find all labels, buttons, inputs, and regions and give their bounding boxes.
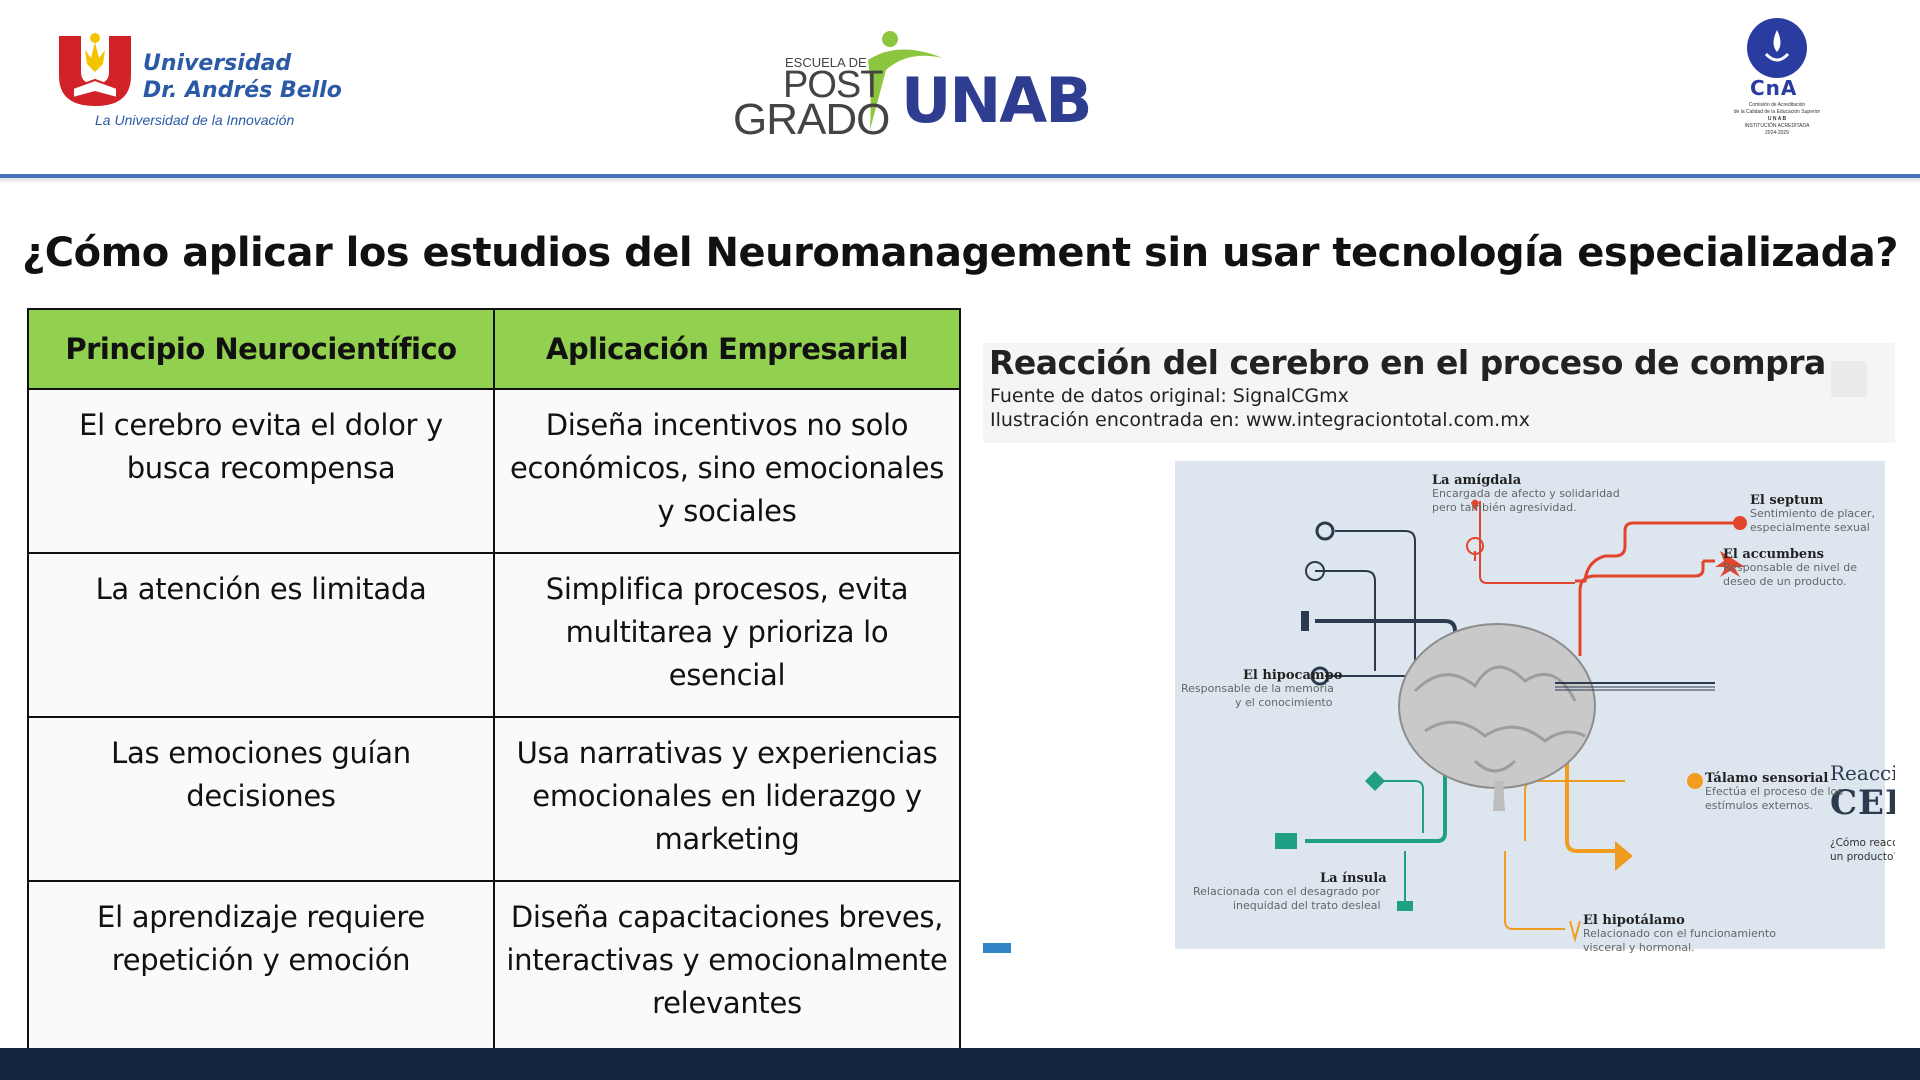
table-header-application: Aplicación Empresarial	[493, 308, 961, 390]
cna-line1: Comisión de Acreditación	[1748, 102, 1806, 108]
cna-line5: 2024-2029	[1765, 130, 1789, 136]
cna-acronym: CnA	[1750, 76, 1798, 100]
brain-reaction-infographic: Reacción del cerebro en el proceso de co…	[983, 343, 1895, 953]
magnifier-icon	[1310, 666, 1330, 686]
face-icon	[1687, 773, 1703, 789]
desc-hipocampo-2: y el conocimiento	[1235, 696, 1333, 709]
cna-line3: U N A B	[1767, 116, 1787, 122]
slide-title: ¿Cómo aplicar los estudios del Neuromana…	[22, 230, 1898, 276]
table-row: El aprendizaje requiere repetición y emo…	[27, 880, 961, 1058]
cerebro-question-line2: un producto? ¿Qué sucede en nuestro cere…	[1830, 851, 1895, 863]
compass-icon	[1569, 920, 1581, 943]
desc-hipotalamo-1: Relacionado con el funcionamiento	[1583, 927, 1776, 940]
principle-cell: La atención es limitada	[27, 552, 495, 718]
table-row: La atención es limitada Simplifica proce…	[27, 552, 961, 718]
infographic-header: Reacción del cerebro en el proceso de co…	[983, 343, 1895, 443]
runner-swoosh-icon	[868, 31, 943, 130]
label-hipotalamo: El hipotálamo	[1583, 913, 1685, 928]
test-tube-icon	[1301, 611, 1309, 631]
microscope-icon	[1315, 521, 1335, 541]
logo-unab: UNAB	[901, 64, 1092, 137]
desc-hipotalamo-2: visceral y hormonal.	[1583, 941, 1695, 953]
heart-icon	[1471, 499, 1479, 511]
postgrado-unab-logo: ESCUELA DE POST GRADO UNAB	[733, 30, 1092, 144]
cna-line4: INSTITUCIÓN ACREDITADA	[1744, 123, 1810, 129]
label-talamo: Tálamo sensorial	[1705, 771, 1829, 786]
desc-septum-1: Sentimiento de placer,	[1750, 507, 1876, 520]
label-hipocampo: El hipocampo	[1243, 668, 1343, 683]
flag-icon	[1615, 841, 1633, 871]
desc-insula-2: inequidad del trato desleal	[1233, 899, 1381, 912]
label-insula: La ínsula	[1320, 871, 1387, 886]
infographic-scroll-indicator[interactable]	[983, 943, 1011, 953]
cna-line2: de la Calidad de la Educación Superior	[1733, 109, 1821, 115]
university-name-line2: Dr. Andrés Bello	[143, 78, 342, 103]
principle-cell: El aprendizaje requiere repetición y emo…	[27, 880, 495, 1058]
infographic-title: Reacción del cerebro en el proceso de co…	[989, 343, 1826, 382]
application-cell: Diseña capacitaciones breves, interactiv…	[493, 880, 961, 1058]
desc-talamo-2: estímulos externos.	[1705, 799, 1813, 812]
cerebro-question: ¿Cómo reaccionamos cuando deseamos compr…	[1830, 836, 1895, 864]
logo-escuela-de: ESCUELA DE	[785, 55, 867, 70]
universidad-andres-bello-logo: Universidad Dr. Andrés Bello La Universi…	[55, 28, 355, 138]
header-divider	[0, 174, 1920, 178]
cerebro-heading: CEREBRO	[1830, 783, 1895, 823]
desc-insula-1: Relacionada con el desagrado por	[1193, 885, 1380, 898]
desc-amigdala-2: pero también agresividad.	[1432, 501, 1577, 514]
desc-talamo-1: Efectúa el proceso de los	[1705, 785, 1844, 798]
table-row: Las emociones guían decisiones Usa narra…	[27, 716, 961, 882]
reaccion-del-heading: Reacción del	[1830, 761, 1895, 785]
infographic-source: Fuente de datos original: SignalCGmx	[990, 385, 1349, 407]
logo-grado: GRADO	[733, 95, 890, 144]
desc-accumbens-2: deseo de un producto.	[1723, 575, 1847, 588]
label-accumbens: El accumbens	[1723, 547, 1824, 562]
university-name: Universidad Dr. Andrés Bello	[143, 50, 342, 104]
label-septum: El septum	[1750, 493, 1824, 508]
desc-septum-2: especialmente sexual	[1750, 521, 1870, 534]
logo-post: POST	[783, 64, 883, 106]
cna-circle-emblem-icon	[1747, 18, 1807, 78]
university-tagline: La Universidad de la Innovación	[95, 112, 295, 128]
desc-accumbens-1: Responsable de nivel de	[1723, 561, 1857, 574]
application-cell: Diseña incentivos no solo económicos, si…	[493, 388, 961, 554]
unab-shield-icon	[59, 33, 131, 106]
table-header-principle: Principio Neurocientífico	[27, 308, 495, 390]
slide-header: Universidad Dr. Andrés Bello La Universi…	[0, 0, 1920, 175]
table-row: El cerebro evita el dolor y busca recomp…	[27, 388, 961, 554]
principle-cell: Las emociones guían decisiones	[27, 716, 495, 882]
cna-accreditation-logo: CnA Comisión de Acreditación de la Calid…	[1712, 18, 1842, 144]
star-icon	[1715, 551, 1745, 577]
slide-footer-bar	[0, 1048, 1920, 1080]
university-name-line1: Universidad	[143, 51, 292, 76]
desc-hipocampo-1: Responsable de la memoria	[1181, 682, 1334, 695]
brain-icon	[1398, 623, 1596, 789]
flask-icon	[1365, 771, 1385, 791]
application-cell: Usa narrativas y experiencias emocionale…	[493, 716, 961, 882]
table-header-row: Principio Neurocientífico Aplicación Emp…	[27, 308, 961, 390]
picture-in-picture-icon[interactable]	[1831, 361, 1867, 397]
atom-icon	[1305, 561, 1325, 581]
label-amigdala: La amígdala	[1432, 473, 1522, 488]
principle-cell: El cerebro evita el dolor y busca recomp…	[27, 388, 495, 554]
infographic-illustration-source: Ilustración encontrada en: www.integraci…	[990, 409, 1530, 431]
cerebro-question-line1: ¿Cómo reaccionamos cuando deseamos compr…	[1830, 837, 1895, 849]
lightbulb-icon	[1466, 537, 1484, 555]
book-icon	[1275, 833, 1297, 849]
principles-table: Principio Neurocientífico Aplicación Emp…	[27, 308, 961, 1058]
header-shadow	[0, 178, 1920, 184]
desc-amigdala-1: Encargada de afecto y solidaridad	[1432, 487, 1620, 500]
septum-icon	[1733, 516, 1747, 530]
thumbs-down-icon	[1397, 901, 1413, 911]
application-cell: Simplifica procesos, evita multitarea y …	[493, 552, 961, 718]
brain-diagram-panel: La amígdala Encargada de afecto y solida…	[1175, 461, 1895, 953]
brain-diagram	[1275, 499, 1747, 943]
